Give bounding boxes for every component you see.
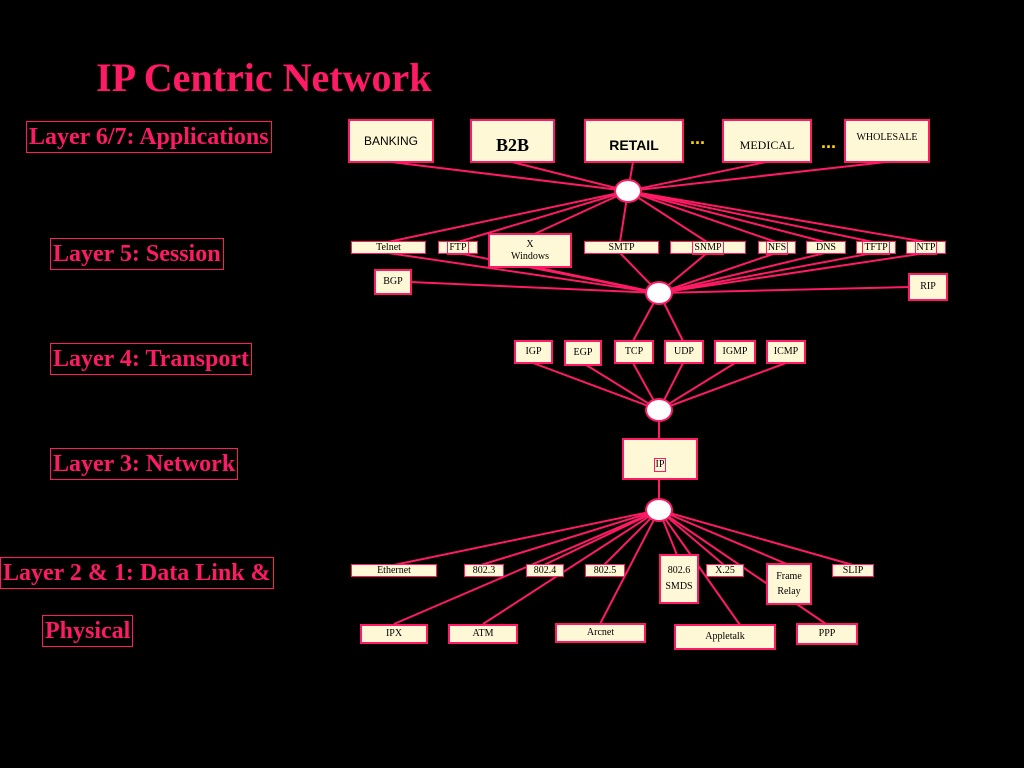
session-rip: RIP bbox=[908, 273, 948, 301]
session-xwindows-line1: X bbox=[526, 238, 534, 250]
transport-icmp: ICMP bbox=[766, 340, 806, 364]
page-title: IP Centric Network bbox=[96, 55, 432, 100]
app-banking: BANKING bbox=[348, 119, 434, 163]
session-dns: DNS bbox=[806, 241, 846, 254]
session-ntp: NTP bbox=[906, 240, 946, 255]
datalink-ethernet: Ethernet bbox=[351, 564, 437, 577]
transport-igmp: IGMP bbox=[714, 340, 756, 364]
layer-datalink-label: Layer 2 & 1: Data Link & bbox=[0, 557, 274, 589]
layer-transport-label: Layer 4: Transport bbox=[50, 343, 252, 375]
datalink-x25: X.25 bbox=[706, 564, 744, 577]
more-apps-ellipsis-1: ... bbox=[690, 128, 706, 148]
hub-network bbox=[645, 498, 673, 522]
datalink-802-3: 802.3 bbox=[464, 564, 504, 577]
app-b2b: B2B bbox=[470, 119, 555, 163]
hub-session bbox=[645, 281, 673, 305]
app-medical: MEDICAL bbox=[722, 119, 812, 163]
datalink-802-5: 802.5 bbox=[585, 564, 625, 577]
app-wholesale: WHOLESALE bbox=[844, 119, 930, 163]
session-telnet: Telnet bbox=[351, 241, 426, 254]
datalink-802-6-smds: 802.6 SMDS bbox=[659, 554, 699, 604]
layer-session-label: Layer 5: Session bbox=[50, 238, 224, 270]
transport-tcp: TCP bbox=[614, 340, 654, 364]
layer-applications-label: Layer 6/7: Applications bbox=[26, 121, 272, 153]
transport-egp: EGP bbox=[564, 340, 602, 366]
session-smtp: SMTP bbox=[584, 241, 659, 254]
datalink-802-6-label: 802.6 bbox=[667, 565, 691, 576]
session-bgp: BGP bbox=[374, 269, 412, 295]
datalink-relay-label: Relay bbox=[777, 586, 801, 597]
physical-ppp: PPP bbox=[796, 623, 858, 645]
session-snmp: SNMP bbox=[670, 240, 746, 255]
physical-ipx: IPX bbox=[360, 624, 428, 644]
session-xwindows-line2: Windows bbox=[511, 250, 549, 262]
network-ip: IP bbox=[622, 438, 698, 480]
datalink-frame-label: Frame bbox=[776, 571, 802, 582]
datalink-802-4: 802.4 bbox=[526, 564, 564, 577]
session-nfs: NFS bbox=[758, 240, 796, 255]
more-apps-ellipsis-2: ... bbox=[821, 132, 837, 152]
datalink-smds-label: SMDS bbox=[665, 581, 693, 592]
session-ftp: FTP bbox=[438, 240, 478, 255]
datalink-frame-relay: Frame Relay bbox=[766, 563, 812, 605]
layer-network-label: Layer 3: Network bbox=[50, 448, 239, 480]
transport-udp: UDP bbox=[664, 340, 704, 364]
hub-applications bbox=[614, 179, 642, 203]
physical-appletalk: Appletalk bbox=[674, 624, 776, 650]
physical-atm: ATM bbox=[448, 624, 518, 644]
transport-igp: IGP bbox=[514, 340, 553, 364]
session-tftp: TFTP bbox=[856, 240, 896, 255]
physical-arcnet: Arcnet bbox=[555, 623, 646, 643]
session-xwindows: X Windows bbox=[488, 233, 572, 268]
hub-transport bbox=[645, 398, 673, 422]
layer-physical-label: Physical bbox=[42, 615, 134, 647]
app-retail: RETAIL bbox=[584, 119, 684, 163]
datalink-slip: SLIP bbox=[832, 564, 874, 577]
